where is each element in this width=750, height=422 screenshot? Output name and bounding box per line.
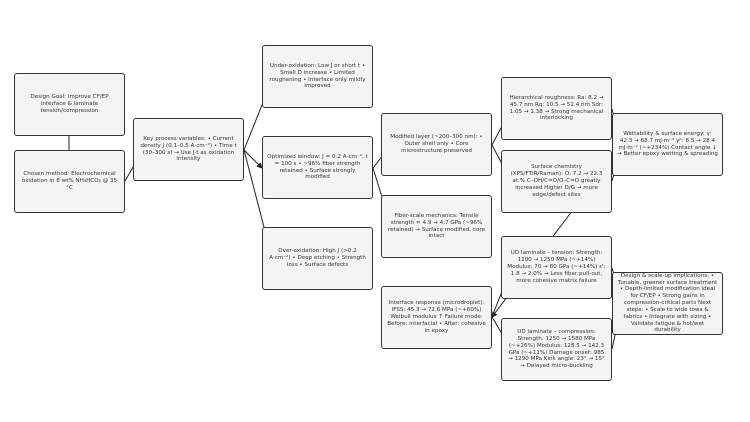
node-design-goal-text: Design Goal: Improve CF/EP interface & l…: [30, 94, 109, 114]
node-process-variables: Key process variables: • Current density…: [133, 118, 244, 181]
node-wettability-text: Wettability & surface energy: γ: 42.3 → …: [617, 130, 718, 158]
node-scaleup-text: Design & scale-up implications: • Tunabl…: [617, 272, 718, 334]
node-under-oxidation: Under-oxidation: Low J or short t • Smal…: [262, 45, 373, 108]
node-optimized-window: Optimized window: J = 0.2 A·cm⁻², t = 10…: [262, 136, 373, 199]
node-surface-chemistry-text: Surface chemistry (XPS/FTIR/Raman): O: 7…: [510, 164, 603, 198]
node-design-goal: Design Goal: Improve CF/EP interface & l…: [14, 73, 125, 136]
node-scaleup: Design & scale-up implications: • Tunabl…: [612, 272, 723, 335]
node-fiber-mechanics-text: Fiber-scale mechanics: Tensile strength …: [387, 212, 485, 240]
node-ud-tension: UD laminate – tension: Strength: 1100 → …: [501, 236, 612, 299]
node-chosen-method-text: Chosen method: Electrochemical oxidation…: [21, 171, 118, 191]
node-ud-compression-text: UD laminate – compression: Strength: 125…: [508, 329, 605, 370]
node-interface-response: Interface response (microdroplet): IFSS:…: [381, 286, 492, 349]
node-wettability: Wettability & surface energy: γ: 42.3 → …: [612, 113, 723, 176]
node-optimized-window-text: Optimized window: J = 0.2 A·cm⁻², t = 10…: [267, 153, 368, 181]
node-over-oxidation: Over-oxidation: High J (>0.2 A·cm⁻²) • D…: [262, 227, 373, 290]
node-ud-compression: UD laminate – compression: Strength: 125…: [501, 318, 612, 381]
node-interface-response-text: Interface response (microdroplet): IFSS:…: [387, 300, 486, 334]
node-hierarchical-roughness-text: Hierarchical roughness: Ra: 8.2 → 45.7 n…: [509, 94, 604, 122]
node-fiber-mechanics: Fiber-scale mechanics: Tensile strength …: [381, 195, 492, 258]
node-process-variables-text: Key process variables: • Current density…: [140, 135, 237, 163]
node-hierarchical-roughness: Hierarchical roughness: Ra: 8.2 → 45.7 n…: [501, 77, 612, 140]
node-over-oxidation-text: Over-oxidation: High J (>0.2 A·cm⁻²) • D…: [269, 248, 366, 268]
node-under-oxidation-text: Under-oxidation: Low J or short t • Smal…: [269, 62, 366, 90]
node-chosen-method: Chosen method: Electrochemical oxidation…: [14, 150, 125, 213]
node-surface-chemistry: Surface chemistry (XPS/FTIR/Raman): O: 7…: [501, 150, 612, 213]
node-ud-tension-text: UD laminate – tension: Strength: 1100 → …: [507, 250, 606, 284]
edge-variables-to-optimized: [243, 149, 263, 169]
node-modified-layer: Modified layer (~200–300 nm): • Outer sh…: [381, 113, 492, 176]
node-modified-layer-text: Modified layer (~200–300 nm): • Outer sh…: [390, 134, 483, 154]
